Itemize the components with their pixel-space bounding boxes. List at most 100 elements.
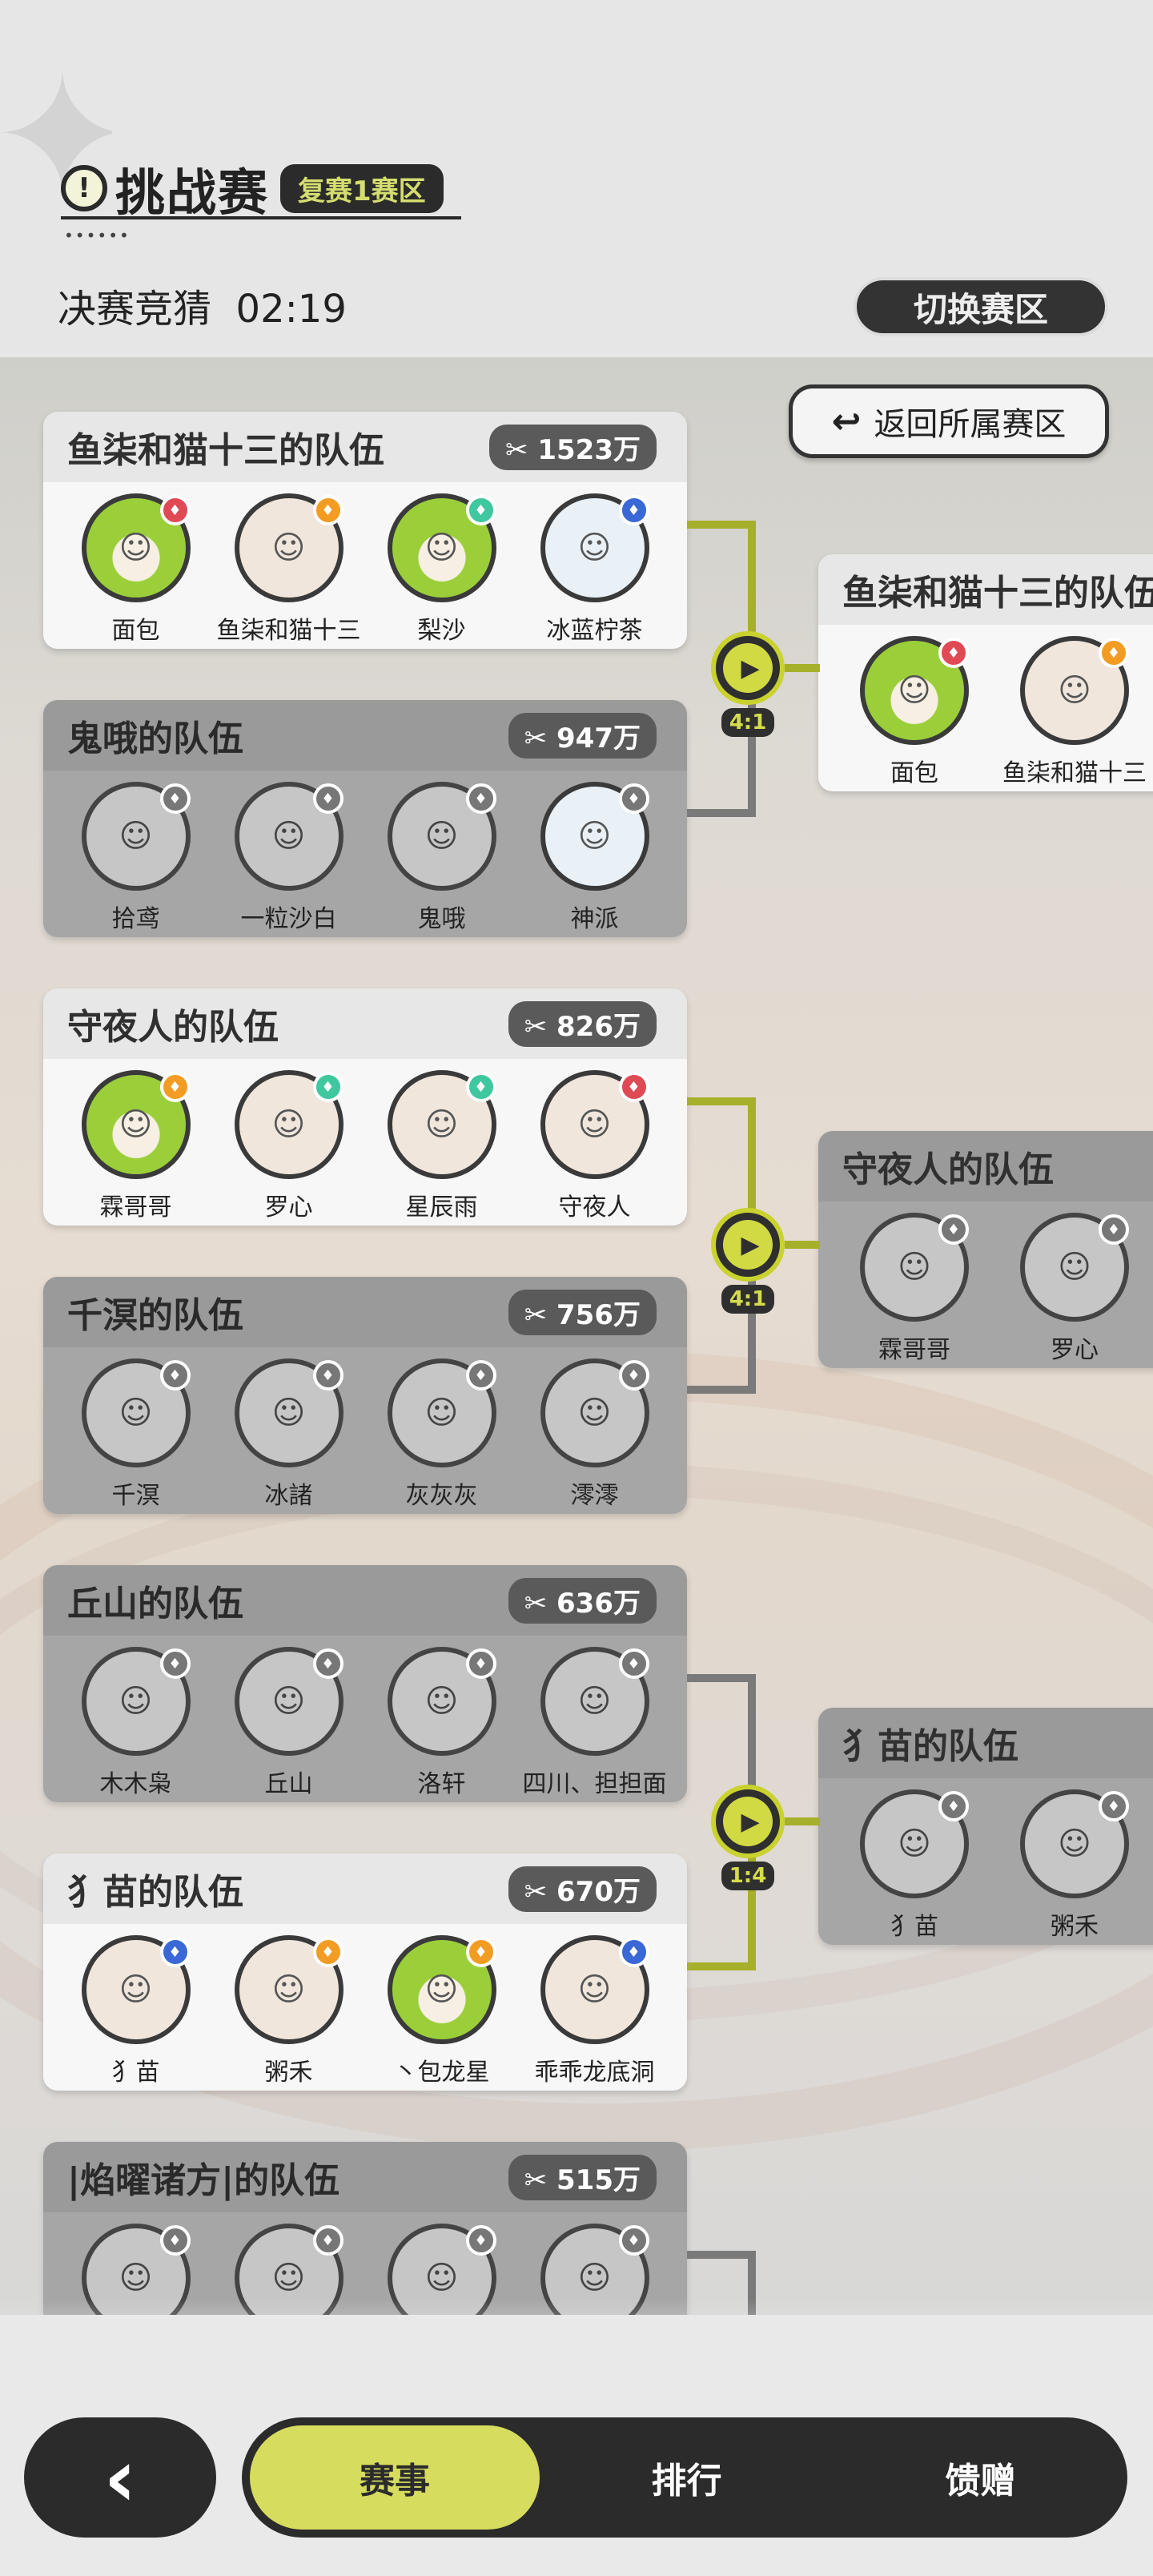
team-member[interactable]: ☺♦丘山 — [217, 1647, 361, 1802]
member-name: 千溟 — [111, 1482, 160, 1510]
team-member[interactable]: ☺♦ 千溟 — [64, 1358, 208, 1514]
team-member[interactable]: ☺♦ 澪澪 — [523, 1358, 667, 1514]
bottom-bar: ‹ 赛事 排行 馈赠 — [0, 2379, 1153, 2576]
play-button[interactable]: ▶ — [711, 1785, 785, 1858]
avatar[interactable]: ☺♦ — [540, 1935, 649, 2044]
avatar-face-icon: ☺ — [898, 1825, 931, 1862]
team-card[interactable]: 鬼哦的队伍✂ 947万☺♦拾鸢☺♦一粒沙白☺♦鬼哦☺♦神派 — [43, 700, 687, 937]
team-member[interactable]: ☺♦罗心 — [994, 1213, 1153, 1368]
avatar[interactable]: ☺♦ — [1020, 636, 1129, 745]
team-card[interactable]: 鱼柒和猫十三的队伍✂ 1523万☺♦面包☺♦鱼柒和猫十三☺♦梨沙☺♦冰蓝柠茶 — [43, 412, 687, 649]
team-member[interactable]: ☺♦星辰雨 — [370, 1070, 514, 1226]
team-member[interactable]: ☺♦鱼柒和猫十三 — [217, 493, 361, 649]
team-member[interactable]: ☺♦梨沙 — [370, 493, 514, 649]
avatar[interactable]: ☺♦ — [81, 782, 191, 891]
team-member[interactable]: ☺♦犭苗 — [64, 1935, 208, 2091]
team-member[interactable]: ☺♦鱼柒和猫十三 — [994, 636, 1153, 791]
team-card[interactable]: 犭苗的队伍✂ 670万☺♦犭苗☺♦粥禾☺♦丶包龙星☺♦乖乖龙底洞 — [43, 1854, 687, 2091]
avatar[interactable]: ☺♦ — [234, 1935, 343, 2044]
avatar[interactable]: ☺♦ — [860, 1213, 969, 1322]
avatar[interactable]: ☺♦ — [234, 782, 343, 891]
avatar[interactable]: ☺♦ — [234, 493, 343, 602]
member-name: 澪澪 — [570, 1482, 619, 1510]
team-member[interactable]: ☺♦面包 — [64, 493, 208, 649]
avatar-face-icon: ☺ — [424, 1971, 459, 2008]
team-member[interactable]: ☺♦拾鸢 — [64, 782, 208, 937]
avatar[interactable]: ☺♦ — [387, 1358, 496, 1467]
vote-count: ✂ 947万 — [508, 712, 657, 759]
team-card-header: 丘山的队伍✂ 636万 — [43, 1565, 687, 1636]
team-members: ☺♦ 木木枭 ☺♦丘山☺♦洛轩☺♦四川、担担面 — [43, 1636, 687, 1802]
avatar[interactable]: ☺♦ — [540, 782, 649, 891]
team-member[interactable]: ☺♦一粒沙白 — [217, 782, 361, 937]
avatar[interactable]: ☺♦ — [860, 1789, 969, 1898]
play-button[interactable]: ▶ — [711, 1208, 785, 1282]
tab-gifts[interactable]: 馈赠 — [945, 2461, 1016, 2502]
return-region-button[interactable]: ↩ 返回所属赛区 — [789, 384, 1109, 458]
tools-icon: ✂ — [524, 1587, 557, 1620]
team-member[interactable]: ☺♦面包 — [834, 636, 994, 791]
avatar[interactable]: ☺♦ — [81, 1358, 191, 1467]
avatar[interactable]: ☺♦ — [81, 1647, 191, 1756]
winner-card[interactable]: 犭苗的队伍☺♦犭苗☺♦粥禾 — [818, 1708, 1153, 1945]
team-member[interactable]: ☺♦霖哥哥 — [64, 1070, 208, 1226]
avatar[interactable]: ☺♦ — [234, 1358, 343, 1467]
team-member[interactable]: ☺♦ 木木枭 — [64, 1647, 208, 1802]
team-member[interactable]: ☺♦灰灰灰 — [370, 1358, 514, 1514]
play-button[interactable]: ▶ — [711, 631, 785, 705]
avatar[interactable]: ☺♦ — [1020, 1789, 1129, 1898]
avatar[interactable]: ☺♦ — [387, 493, 496, 602]
avatar-face-icon: ☺ — [898, 672, 931, 709]
rank-tag-icon: ♦ — [159, 783, 191, 814]
avatar[interactable]: ☺♦ — [860, 636, 969, 745]
team-member[interactable]: ☺♦四川、担担面 — [523, 1647, 667, 1802]
winner-card[interactable]: 鱼柒和猫十三的队伍☺♦面包☺♦鱼柒和猫十三 — [818, 554, 1153, 791]
team-member[interactable]: ☺♦犭苗 — [834, 1789, 994, 1945]
avatar-face-icon: ☺ — [271, 1971, 306, 2008]
avatar[interactable]: ☺♦ — [81, 1070, 191, 1179]
member-name: 木木枭 — [99, 1770, 172, 1798]
team-member[interactable]: ☺♦霖哥哥 — [834, 1213, 994, 1368]
switch-region-button[interactable]: 切换赛区 — [854, 277, 1108, 336]
avatar[interactable]: ☺♦ — [540, 1647, 649, 1756]
avatar-face-icon: ☺ — [424, 1683, 459, 1720]
team-card[interactable]: 丘山的队伍✂ 636万 ☺♦ 木木枭 ☺♦丘山☺♦洛轩☺♦四川、担担面 — [43, 1565, 687, 1802]
team-member[interactable]: ☺♦罗心 — [217, 1070, 361, 1226]
tab-ranking[interactable]: 排行 — [651, 2461, 722, 2502]
team-member[interactable]: ☺♦冰諸 — [217, 1358, 361, 1514]
team-member[interactable]: ☺♦神派 — [523, 782, 667, 937]
avatar[interactable]: ☺♦ — [540, 1070, 649, 1179]
team-member[interactable]: ☺♦守夜人 — [523, 1070, 667, 1226]
avatar[interactable]: ☺♦ — [540, 1358, 649, 1467]
tools-icon: ✂ — [524, 1298, 557, 1331]
team-member[interactable]: ☺♦丶包龙星 — [370, 1935, 514, 2091]
warning-icon: ! — [61, 165, 107, 211]
team-member[interactable]: ☺♦鬼哦 — [370, 782, 514, 937]
avatar[interactable]: ☺♦ — [234, 1070, 343, 1179]
avatar[interactable]: ☺♦ — [387, 782, 496, 891]
team-member[interactable]: ☺♦粥禾 — [217, 1935, 361, 2091]
avatar[interactable]: ☺♦ — [387, 1647, 496, 1756]
team-card-header: 千溟的队伍✂ 756万 — [43, 1277, 687, 1347]
avatar[interactable]: ☺♦ — [81, 1935, 191, 2044]
team-card[interactable]: 守夜人的队伍✂ 826万☺♦霖哥哥☺♦罗心☺♦星辰雨☺♦守夜人 — [43, 988, 687, 1226]
winner-card[interactable]: 守夜人的队伍☺♦霖哥哥☺♦罗心 — [818, 1131, 1153, 1368]
tab-events[interactable]: 赛事 — [250, 2425, 540, 2530]
avatar-face-icon: ☺ — [119, 529, 153, 566]
avatar-face-icon: ☺ — [577, 1106, 612, 1143]
team-member[interactable]: ☺♦乖乖龙底洞 — [523, 1935, 667, 2091]
back-button[interactable]: ‹ — [24, 2417, 216, 2538]
team-member[interactable]: ☺♦洛轩 — [370, 1647, 514, 1802]
avatar[interactable]: ☺♦ — [540, 493, 649, 602]
bracket-line — [748, 1674, 756, 1821]
team-card[interactable]: |焰曜诸方|的队伍✂ 515万☺♦☺♦☺♦☺♦ — [43, 2142, 687, 2315]
avatar[interactable]: ☺♦ — [387, 1935, 496, 2044]
team-card[interactable]: 千溟的队伍✂ 756万☺♦千溟☺♦冰諸☺♦灰灰灰☺♦澪澪 — [43, 1277, 687, 1514]
avatar[interactable]: ☺♦ — [234, 1647, 343, 1756]
team-member[interactable]: ☺♦粥禾 — [994, 1789, 1153, 1945]
vote-count: ✂ 670万 — [508, 1866, 657, 1912]
team-member[interactable]: ☺♦冰蓝柠茶 — [523, 493, 667, 649]
avatar[interactable]: ☺♦ — [387, 1070, 496, 1179]
avatar[interactable]: ☺♦ — [1020, 1213, 1129, 1322]
avatar[interactable]: ☺♦ — [81, 493, 191, 602]
